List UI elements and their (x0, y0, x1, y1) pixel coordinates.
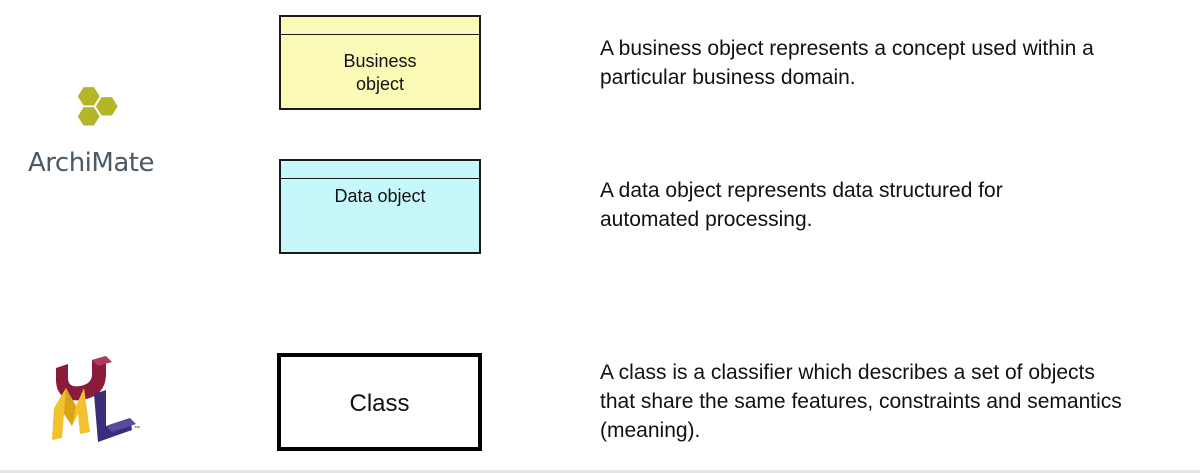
class-shape: Class (277, 353, 482, 451)
data-object-shape: Data object (279, 159, 481, 254)
archimate-logo: ArchiMate (28, 86, 162, 186)
data-object-tab (281, 161, 479, 179)
data-object-description: A data object represents data structured… (600, 179, 1003, 231)
archimate-wordmark: ArchiMate (28, 148, 154, 178)
uml-logo: ™ (50, 348, 142, 444)
uml-trademark: ™ (134, 425, 140, 432)
class-label: Class (349, 390, 410, 417)
uml-logo-icon: ™ (52, 356, 140, 442)
data-object-label: Data object (334, 186, 426, 206)
class-description: A class is a classifier which describes … (600, 361, 1122, 442)
business-object-tab (281, 17, 479, 35)
archimate-hexagons-icon (77, 87, 118, 126)
business-object-label: Business object (343, 51, 417, 94)
business-object-shape: Business object (279, 15, 481, 110)
business-object-description: A business object represents a concept u… (600, 37, 1094, 89)
bottom-divider (0, 470, 1200, 473)
